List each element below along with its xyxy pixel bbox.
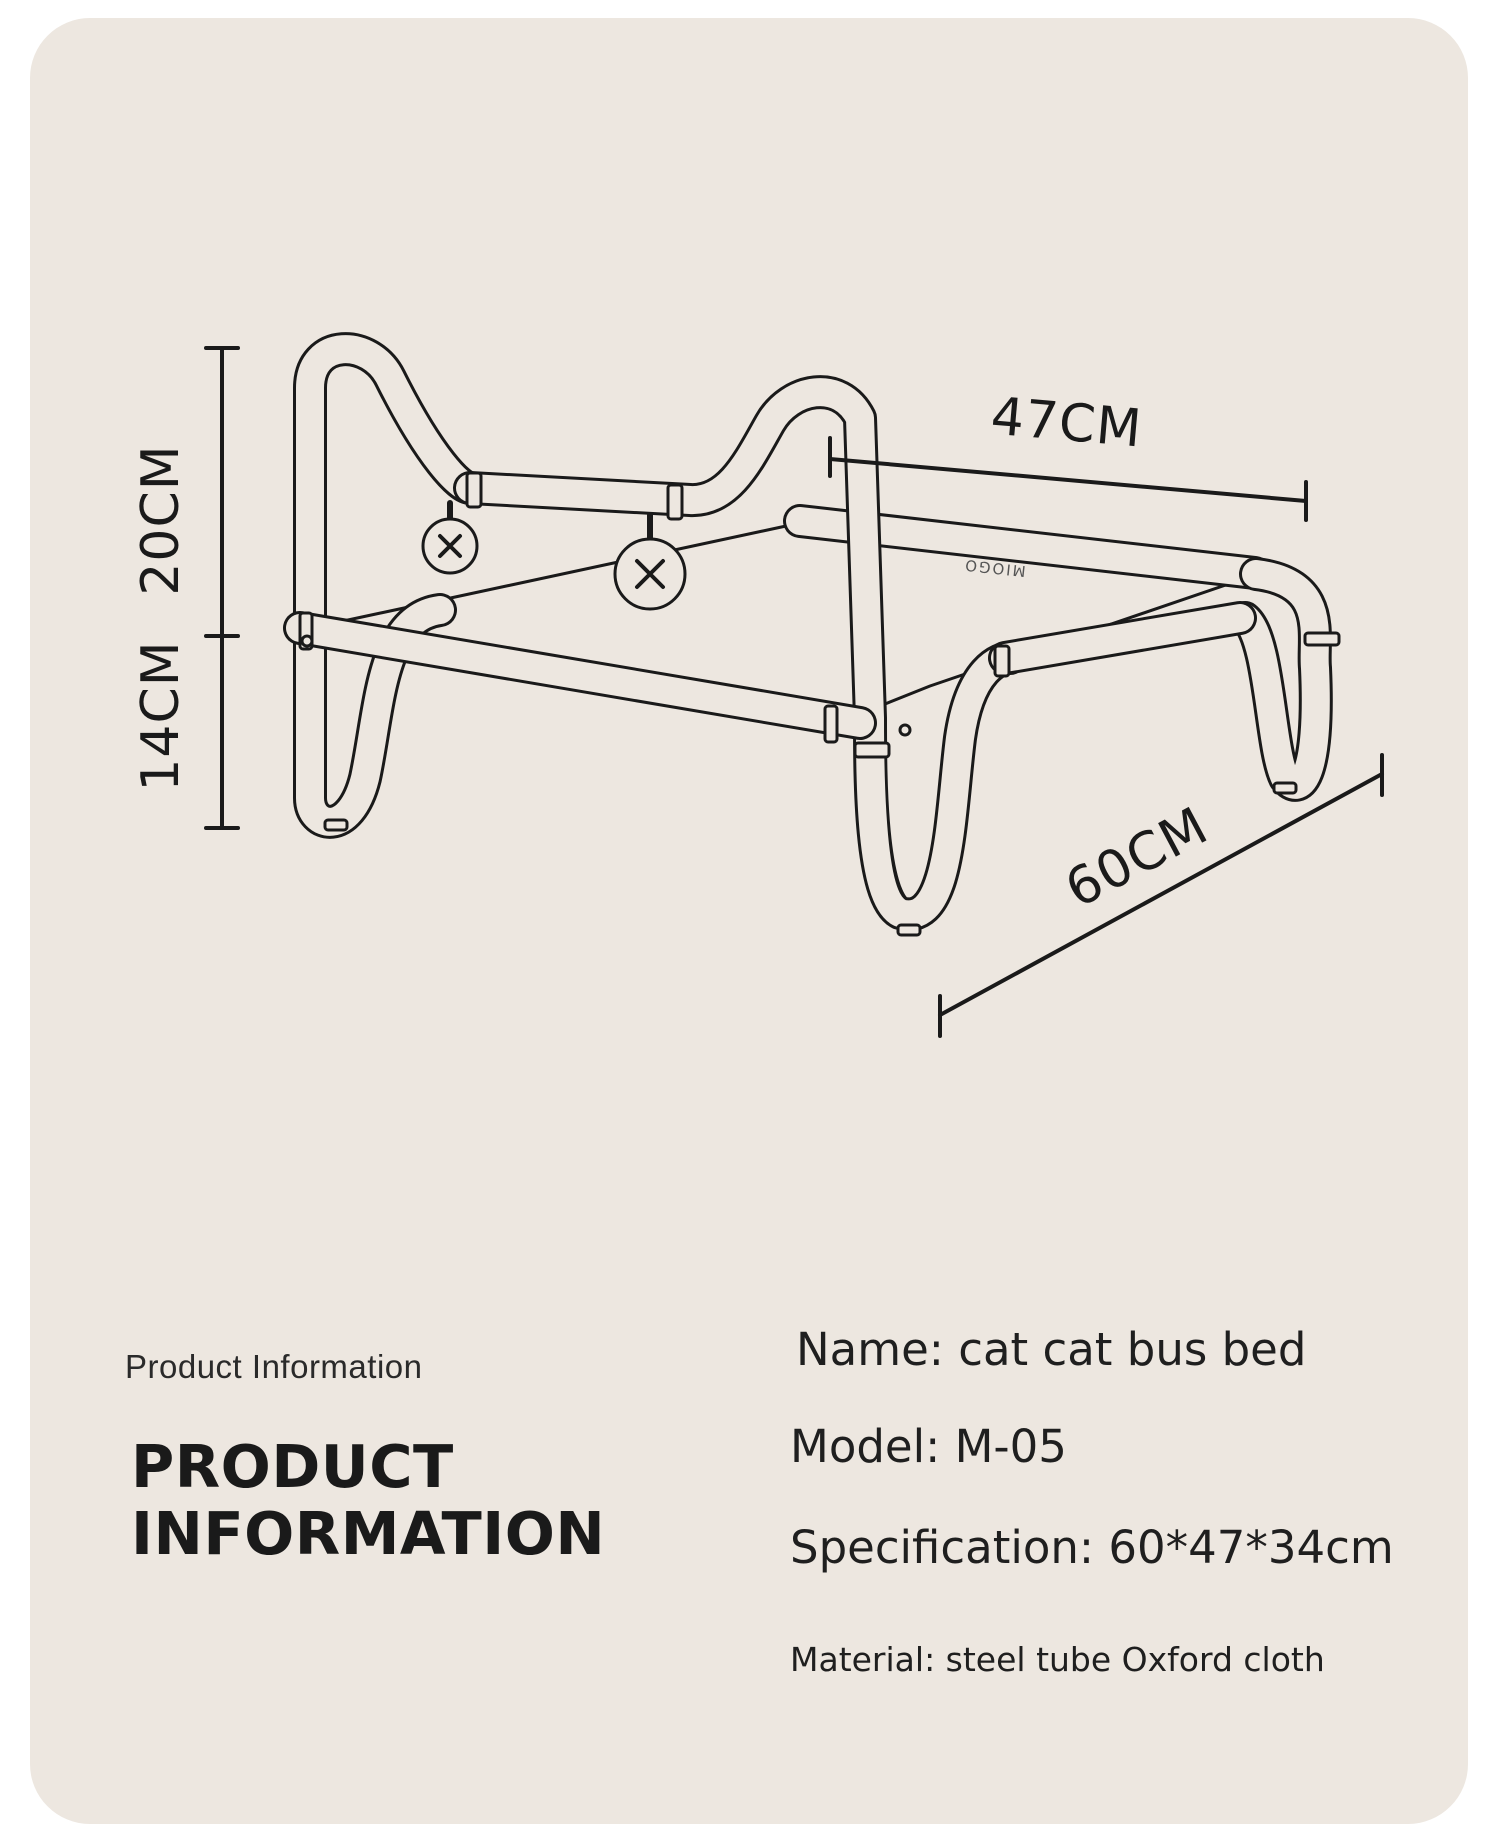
- right-front-rail: [988, 601, 1257, 675]
- dimension-label-lower-height: 14CM: [131, 640, 191, 791]
- section-heading: PRODUCT INFORMATION: [131, 1433, 691, 1567]
- front-rail: [283, 611, 877, 740]
- rear-right-leg: [1228, 557, 1333, 802]
- height-dimension-line: [204, 346, 240, 830]
- rear-left-leg: [293, 332, 487, 839]
- dimension-label-width: 47CM: [988, 387, 1144, 460]
- button-eye-right: [613, 512, 687, 611]
- width-dimension-line: [828, 436, 1308, 522]
- section-heading-line1: PRODUCT: [131, 1432, 454, 1501]
- ear-frame: [453, 375, 1027, 932]
- spec-name: Name: cat cat bus bed: [796, 1323, 1307, 1376]
- cat-bed-dimension-diagram: 20CM 14CM 47CM 60CM MIOGO: [131, 332, 1384, 1038]
- spec-model: Model: M-05: [790, 1420, 1067, 1473]
- dimension-label-length: 60CM: [1056, 796, 1218, 920]
- feet: [323, 781, 1298, 937]
- joint-collars: [298, 471, 1341, 759]
- section-kicker: Product Information: [125, 1348, 423, 1385]
- spec-material: Material: steel tube Oxford cloth: [790, 1640, 1325, 1679]
- spec-specification: Specification: 60*47*34cm: [790, 1521, 1394, 1574]
- button-eye-left: [421, 500, 479, 575]
- dimension-label-upper-height: 20CM: [131, 444, 191, 595]
- section-heading-line2: INFORMATION: [131, 1499, 606, 1568]
- product-card: 20CM 14CM 47CM 60CM MIOGO Product Inform…: [30, 18, 1468, 1824]
- length-dimension-line: [938, 753, 1384, 1038]
